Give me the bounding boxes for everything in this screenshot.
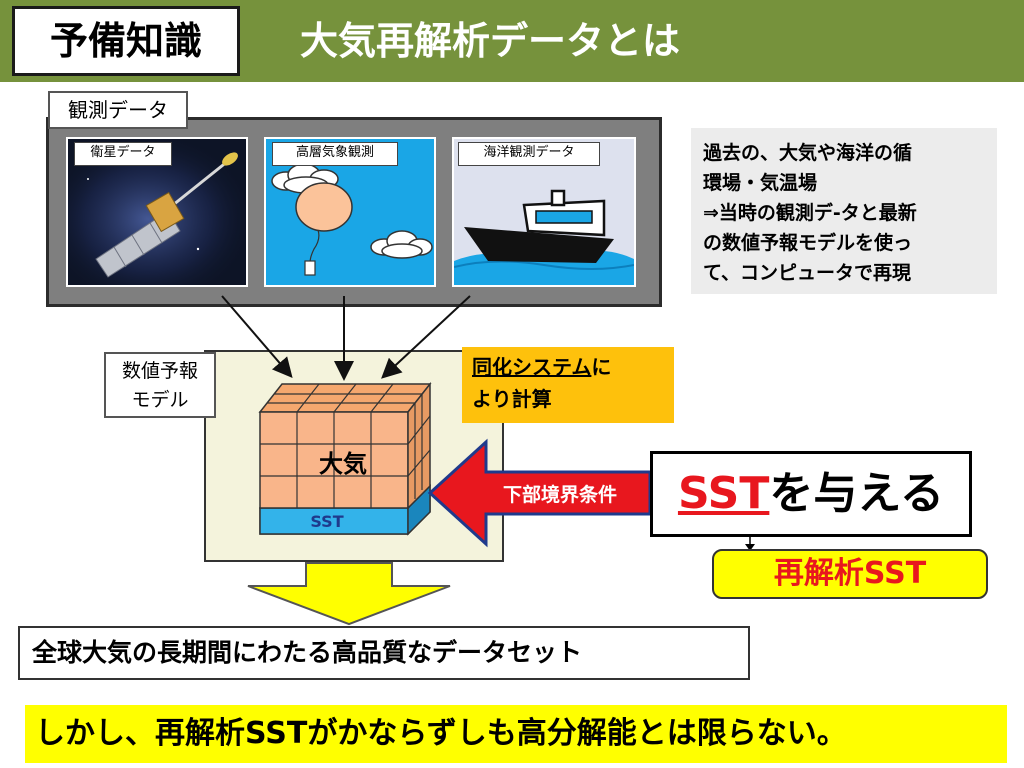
assimilation-system-text: 同化システム: [472, 355, 592, 379]
weather-balloon-icon: [271, 163, 433, 276]
description-line: ⇒当時の観測デ-タと最新: [703, 202, 917, 224]
description-box: 過去の、大気や海洋の循 環場・気温場 ⇒当時の観測デ-タと最新 の数値予報モデル…: [691, 128, 997, 294]
topic-badge: 予備知識: [12, 6, 240, 76]
sst-given-text: を与える: [769, 468, 945, 519]
assimilation-box: 同化システムに より計算: [462, 347, 674, 423]
observation-label: 観測データ: [48, 91, 188, 129]
conclusion-banner: しかし、再解析SSTがかならずしも高分解能とは限らない。: [25, 705, 1007, 763]
sst-layer-label: SST: [310, 512, 344, 531]
description-line: の数値予報モデルを使っ: [703, 232, 913, 254]
small-down-arrow: [745, 534, 755, 551]
model-label: 数値予報 モデル: [104, 352, 216, 418]
model-label-line: 数値予報: [121, 360, 198, 382]
reanalysis-sst-badge: 再解析SST: [712, 549, 988, 599]
atmosphere-cube: [258, 381, 432, 536]
balloon-panel: 高層気象観測: [264, 137, 436, 287]
ship-label: 海洋観測データ: [458, 142, 600, 166]
assimilation-line2: より計算: [472, 387, 552, 411]
description-line: 過去の、大気や海洋の循: [703, 142, 913, 164]
ship-panel: 海洋観測データ: [452, 137, 636, 287]
ship-icon: [454, 189, 634, 285]
boundary-condition-label: 下部境界条件: [502, 484, 617, 506]
page-title: 大気再解析データとは: [300, 19, 681, 63]
atmosphere-label: 大気: [319, 450, 367, 478]
description-line: て、コンピュータで再現: [703, 262, 912, 284]
model-label-line: モデル: [131, 389, 189, 411]
sst-text: SST: [677, 468, 770, 519]
description-line: 環場・気温場: [703, 172, 818, 194]
satellite-label: 衛星データ: [74, 142, 172, 166]
balloon-label: 高層気象観測: [272, 142, 398, 166]
satellite-panel: 衛星データ: [66, 137, 248, 287]
sst-given-box: SSTを与える: [650, 451, 972, 537]
assimilation-suffix: に: [591, 355, 612, 379]
output-down-arrow: [247, 562, 451, 626]
dataset-box: 全球大気の長期間にわたる高品質なデータセット: [18, 626, 750, 680]
